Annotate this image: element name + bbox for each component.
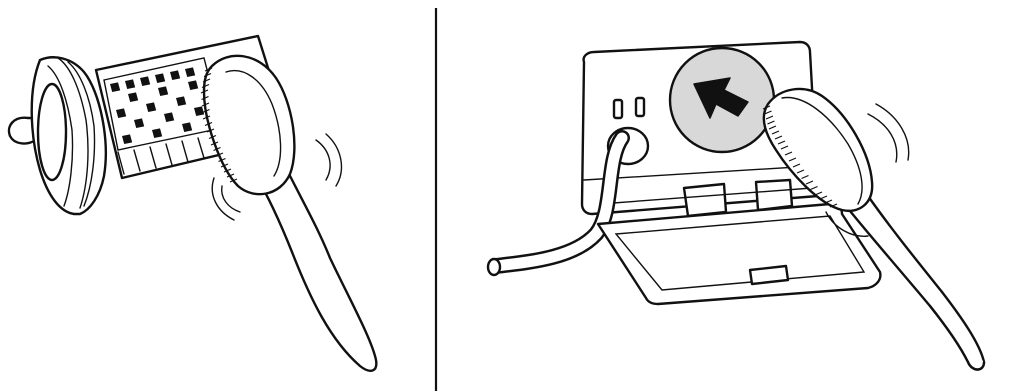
hose-end bbox=[488, 259, 500, 275]
vibration-mark bbox=[876, 104, 909, 160]
right-panel bbox=[488, 42, 984, 370]
flap-tab bbox=[750, 266, 788, 284]
left-panel bbox=[9, 36, 376, 371]
brush-icon bbox=[201, 56, 376, 371]
vibration-mark bbox=[212, 178, 234, 220]
hinge-block bbox=[684, 184, 726, 216]
brush-handle bbox=[256, 168, 376, 371]
vibration-mark bbox=[222, 186, 240, 212]
vibration-mark bbox=[316, 140, 330, 180]
vent-slot bbox=[636, 98, 644, 116]
vent-slot bbox=[614, 100, 622, 118]
housing-flap bbox=[598, 204, 880, 304]
vibration-mark bbox=[326, 134, 341, 186]
brush-head bbox=[204, 56, 294, 194]
hinge-block bbox=[756, 180, 792, 210]
vibration-mark bbox=[868, 114, 897, 162]
cap-face bbox=[38, 84, 66, 180]
